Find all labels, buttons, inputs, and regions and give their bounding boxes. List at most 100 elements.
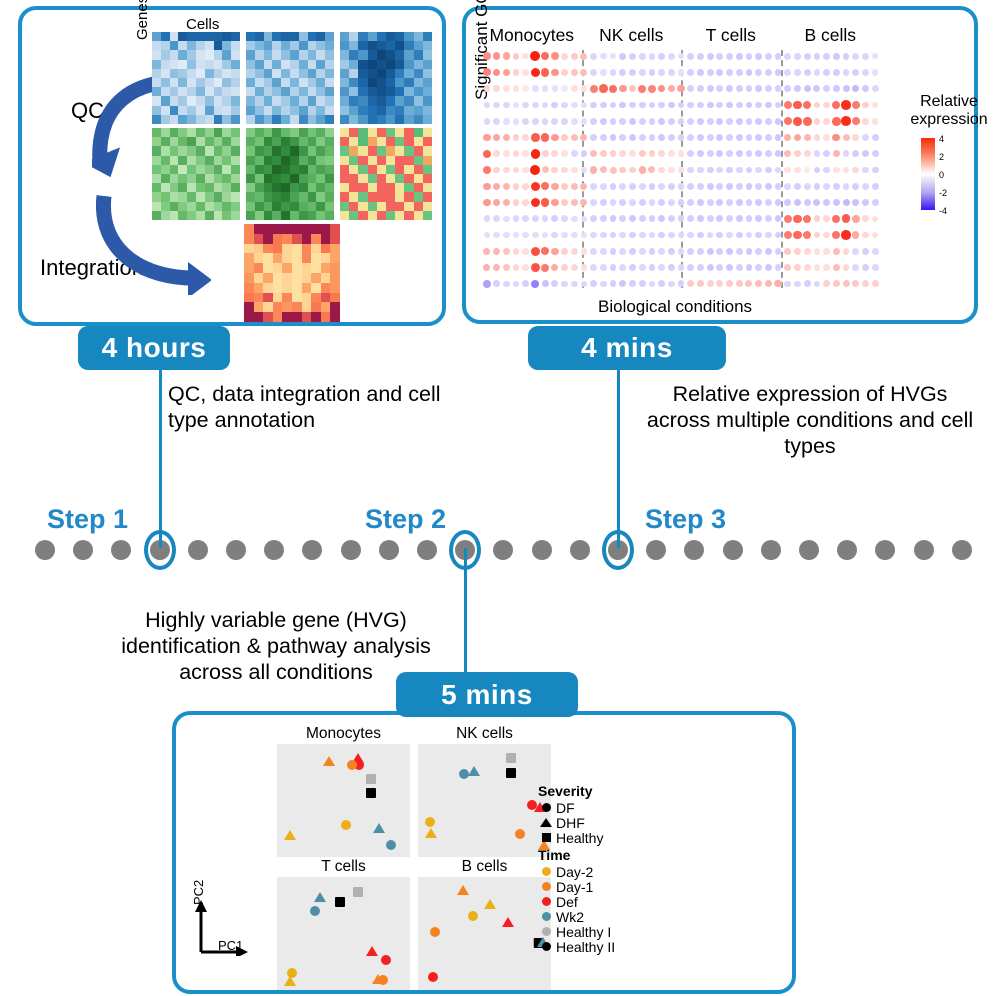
heatmap-integrated (244, 224, 340, 322)
go-dot (716, 134, 724, 141)
go-celltype-title: T cells (705, 25, 756, 45)
go-dot (706, 101, 714, 109)
go-dot (638, 182, 646, 190)
go-dot (726, 182, 733, 190)
go-dot (532, 117, 539, 125)
timeline-dot (684, 540, 705, 560)
go-dot (580, 68, 588, 76)
go-dot (794, 150, 801, 158)
go-dot (658, 215, 665, 223)
go-dot (716, 280, 724, 288)
pca-point-healthy (352, 886, 363, 897)
legend-square-icon (541, 833, 551, 842)
go-dot (833, 166, 840, 174)
pca-point-df (424, 817, 435, 828)
go-dot (852, 52, 860, 60)
go-dot (687, 166, 695, 174)
go-dot (541, 263, 550, 272)
go-dot (726, 150, 733, 158)
go-dot (687, 199, 695, 206)
go-dot (530, 263, 540, 272)
go-dot (638, 166, 646, 174)
go-dot (667, 134, 675, 141)
pca-point-dhf (372, 974, 384, 985)
go-dot (794, 264, 801, 272)
go-dot (493, 166, 500, 174)
go-dot (774, 101, 782, 109)
go-dot (716, 166, 724, 174)
go-dot (570, 150, 578, 158)
go-dot (774, 182, 782, 190)
go-dot (862, 101, 869, 109)
colorbar-tick: 4 (939, 134, 945, 144)
pca-point-dhf (283, 976, 296, 987)
go-dot (832, 117, 841, 126)
go-dot (813, 69, 821, 76)
go-dot (590, 280, 598, 288)
go-dot (862, 69, 869, 76)
go-dot (550, 68, 559, 77)
description-step2: Highly variable gene (HVG) identificatio… (121, 608, 431, 684)
heatmap-normalized-2 (246, 128, 334, 220)
go-dot (667, 231, 675, 239)
go-dot (629, 52, 636, 60)
go-dot (784, 264, 792, 271)
go-dot (619, 199, 627, 206)
description-step1: QC, data integration and cell type annot… (168, 382, 441, 432)
go-dot (502, 101, 510, 109)
go-dot (483, 101, 491, 109)
go-dot (677, 134, 685, 141)
go-dot (638, 150, 646, 158)
go-dot (522, 52, 529, 60)
go-dot (794, 52, 801, 60)
go-dot (638, 280, 646, 288)
go-dot (745, 150, 753, 158)
go-dot (590, 264, 598, 271)
go-dot (803, 117, 812, 126)
go-celltype-title: B cells (804, 25, 857, 45)
go-dot (667, 117, 675, 125)
go-dot (755, 280, 763, 288)
go-dot (706, 134, 714, 141)
go-dot (794, 182, 801, 190)
heatmap-raw-1 (152, 32, 240, 124)
go-dot (600, 69, 607, 76)
go-dot (512, 248, 520, 255)
go-dot (561, 247, 568, 255)
go-dot (540, 247, 550, 256)
go-dot (677, 84, 685, 93)
go-dot (609, 134, 617, 141)
legend-severity-title: Severity (538, 783, 593, 799)
go-dot (716, 150, 724, 158)
go-dot (512, 215, 520, 223)
go-dot (532, 85, 539, 92)
go-dot (687, 134, 695, 141)
go-dot (774, 264, 782, 272)
go-dot (677, 231, 685, 239)
go-dot (726, 264, 733, 271)
go-dot (871, 150, 879, 158)
go-dot (482, 52, 491, 60)
go-dot (512, 69, 520, 76)
go-dot (862, 85, 869, 93)
go-dot (832, 247, 840, 255)
go-dot (629, 85, 636, 93)
heatmap-raw-3 (340, 32, 432, 124)
go-dot (667, 101, 675, 109)
timeline-dot (722, 540, 743, 560)
legend-item-time: Def (538, 894, 648, 910)
go-dot (813, 150, 821, 158)
go-dot (541, 231, 549, 239)
legend-item-time: Day-2 (538, 864, 648, 880)
go-dot (677, 117, 685, 125)
go-dot (852, 182, 860, 190)
go-dot (619, 134, 627, 141)
go-dot (619, 150, 627, 158)
go-dot (871, 280, 879, 288)
go-dot (783, 100, 792, 109)
timeline-dot (837, 540, 858, 560)
go-dot (852, 215, 860, 223)
go-dot (726, 231, 733, 239)
go-dot (803, 52, 811, 60)
go-dot (629, 69, 636, 76)
